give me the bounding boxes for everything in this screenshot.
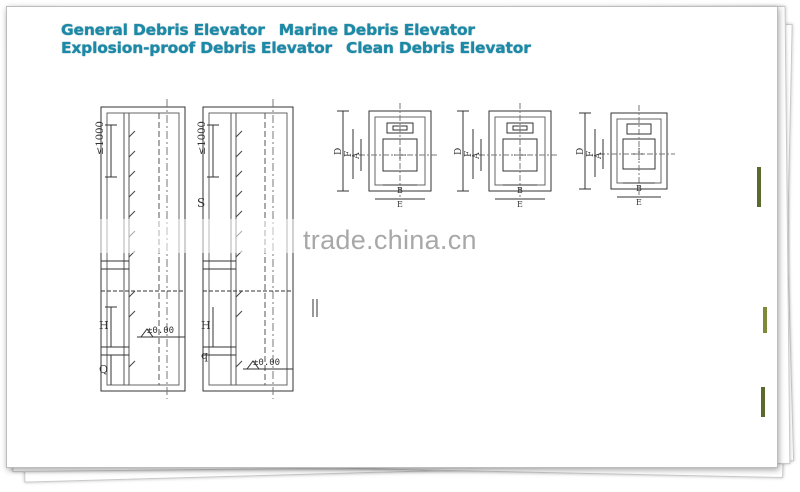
plan-label-e-3: E <box>636 198 642 207</box>
dimension-label-h: H <box>99 319 109 332</box>
plan-view-2 <box>457 103 559 200</box>
dimension-label-h-2: H <box>201 319 211 332</box>
plan-view-3 <box>579 105 675 198</box>
page-edge-accent <box>761 387 765 417</box>
watermark-text: trade.china.cn <box>303 225 477 255</box>
zero-level-label-2: ±0.00 <box>253 358 280 368</box>
plan-label-a-3: A <box>594 152 604 160</box>
title-general: General Debris Elevator <box>61 21 265 39</box>
plan-label-f-3: F <box>586 151 596 157</box>
title-clean: Clean Debris Elevator <box>346 39 531 57</box>
title-block: General Debris Elevator Marine Debris Ele… <box>61 21 545 57</box>
title-explosion-proof: Explosion-proof Debris Elevator <box>61 39 333 57</box>
drawing-sheet: General Debris Elevator Marine Debris Ele… <box>6 6 778 468</box>
watermark-band <box>7 219 777 253</box>
plan-label-d-3: D <box>576 148 586 155</box>
title-marine: Marine Debris Elevator <box>278 21 475 39</box>
dimension-label-q: Q <box>99 363 108 376</box>
plan-label-d-2: D <box>454 148 464 155</box>
dimension-label-s: S <box>197 196 205 210</box>
plan-label-e: E <box>397 200 403 209</box>
plan-label-f-2: F <box>464 151 474 157</box>
plan-label-a-2: A <box>472 152 482 160</box>
plan-label-e-2: E <box>517 200 523 209</box>
plan-view-1 <box>337 103 439 200</box>
plan-label-b-3: B <box>636 184 642 193</box>
dimension-label-1000: ≤1000 <box>95 121 106 155</box>
plan-label-b-2: B <box>517 186 523 195</box>
page-edge-accent <box>757 167 761 207</box>
plan-label-a: A <box>352 152 362 160</box>
title-line-1: General Debris Elevator Marine Debris Ele… <box>61 21 545 39</box>
plan-label-d: D <box>334 148 344 155</box>
dimension-label-1000-2: ≤1000 <box>197 121 208 155</box>
plan-label-b: B <box>397 186 403 195</box>
zero-level-label: ±0.00 <box>147 326 174 336</box>
plan-label-f: F <box>344 151 354 157</box>
page-edge-accent <box>763 307 767 333</box>
dimension-label-q-small: q <box>201 349 208 362</box>
title-line-2: Explosion-proof Debris Elevator Clean Deb… <box>61 39 545 57</box>
